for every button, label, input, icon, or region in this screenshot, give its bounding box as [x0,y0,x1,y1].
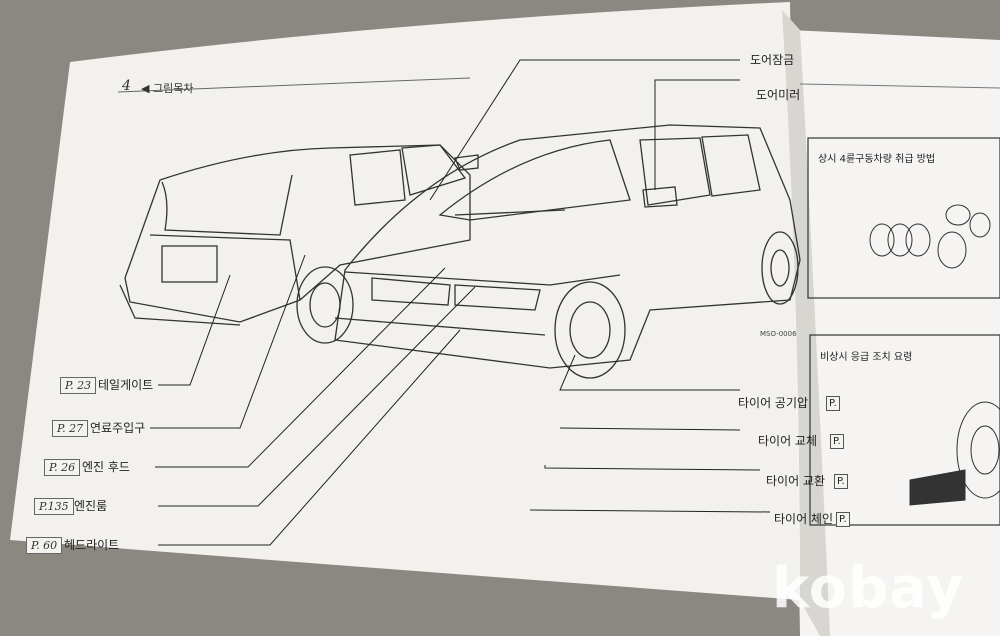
callout-label-engine-hood: 엔진 후드 [82,460,130,474]
callout-label-door-mirror: 도어미러 [756,88,801,102]
front-van-drawing [334,124,801,379]
right-box-2 [809,334,1000,526]
callout-label-tire-replace: 타이어 교체 [758,434,818,448]
drivetrain-illustration [869,204,991,269]
callout-ref-engine-room: P.135 [34,498,74,515]
callout-label-fuel-inlet: 연료주입구 [90,421,146,435]
leader-lines [150,59,771,546]
callout-label-door-lock: 도어잠금 [750,53,795,67]
tire-illustration [909,401,1000,506]
box-title-4wd: 상시 4륜구동차량 취급 방법 [818,154,936,165]
callout-label-headlight: 헤드라이트 [64,538,120,552]
callout-ref-tire-chain: P. [836,512,850,527]
callout-ref-tire-replace: P. [830,434,844,449]
callout-label-engine-room: 엔진룸 [74,499,108,513]
watermark-logo: kobay [772,556,964,621]
callout-ref-tire-change: P. [834,474,848,489]
rear-van-drawing [119,144,479,344]
callout-ref-fuel-inlet: P. 27 [52,420,89,437]
diagram-code: MSO-0006 [760,330,797,338]
page-number: 4 [122,78,131,94]
callout-ref-engine-hood: P. 26 [44,459,81,476]
callout-label-tire-change: 타이어 교환 [766,474,826,488]
box-title-emergency: 비상시 응급 조치 요령 [820,352,913,363]
callout-label-tire-pressure: 타이어 공기압 [738,396,809,410]
right-box-1 [807,137,1000,299]
callout-label-tire-chain: 타이어 체인 [774,512,834,526]
callout-label-tailgate: 테일게이트 [98,378,154,392]
callout-ref-tire-pressure: P. [826,396,840,411]
section-title: ◀ 그림목차 [141,82,194,95]
callout-ref-headlight: P. 60 [26,537,63,554]
left-page [10,2,800,600]
callout-ref-tailgate: P. 23 [60,377,97,394]
